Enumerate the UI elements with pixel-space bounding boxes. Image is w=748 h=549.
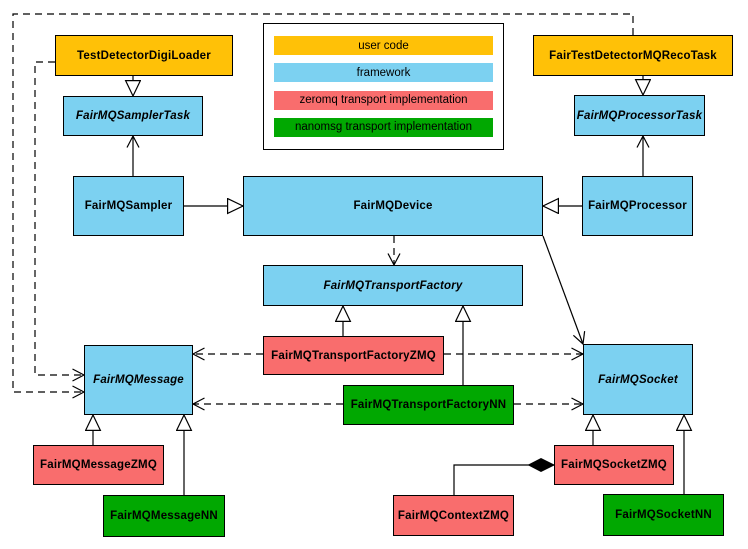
node-fairmq-message-zmq: FairMQMessageZMQ — [33, 445, 164, 485]
edge-comp-socketzmq-contextzmq — [453, 465, 554, 495]
node-fairmq-context-zmq: FairMQContextZMQ — [393, 495, 514, 536]
legend: user code framework zeromq transport imp… — [263, 23, 504, 150]
legend-item-zeromq: zeromq transport implementation — [274, 90, 493, 110]
node-fairmq-processor-task: FairMQProcessorTask — [574, 95, 705, 136]
node-fairmq-transport-factory: FairMQTransportFactory — [263, 265, 523, 306]
node-fairmq-processor: FairMQProcessor — [582, 176, 693, 236]
node-fairmq-message: FairMQMessage — [84, 345, 193, 415]
legend-item-user-code: user code — [274, 36, 493, 55]
node-fairmq-socket-zmq: FairMQSocketZMQ — [554, 445, 674, 485]
edge-assoc-device-socket — [542, 235, 586, 346]
node-fairmq-transport-factory-nn: FairMQTransportFactoryNN — [343, 385, 514, 425]
legend-item-framework: framework — [274, 63, 493, 83]
legend-item-nanomsg: nanomsg transport implementation — [274, 117, 493, 137]
node-test-detector-digi-loader: TestDetectorDigiLoader — [55, 35, 233, 76]
node-fairmq-transport-factory-zmq: FairMQTransportFactoryZMQ — [263, 336, 444, 375]
node-fairmq-socket-nn: FairMQSocketNN — [603, 494, 724, 536]
node-fairmq-message-nn: FairMQMessageNN — [103, 495, 225, 537]
node-fairmq-device: FairMQDevice — [243, 176, 543, 236]
node-fairmq-sampler: FairMQSampler — [73, 176, 184, 236]
node-fairmq-socket: FairMQSocket — [583, 344, 693, 415]
node-fairmq-sampler-task: FairMQSamplerTask — [63, 96, 203, 136]
node-fair-test-detector-mq-reco-task: FairTestDetectorMQRecoTask — [533, 35, 733, 76]
edge-dep-recotask-message — [12, 13, 634, 399]
